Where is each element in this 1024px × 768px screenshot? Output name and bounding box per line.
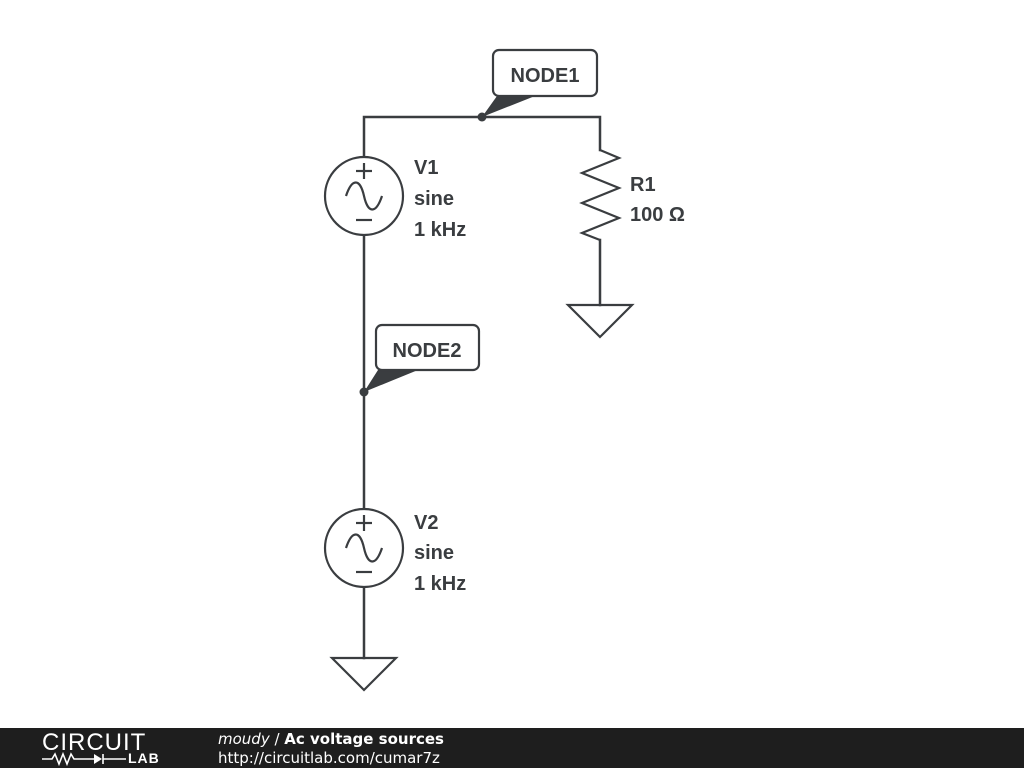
v2-frequency: 1 kHz [414,573,466,595]
logo-bottom-text: LAB [128,750,160,766]
title-separator: / [269,730,285,748]
v1-type: sine [414,188,454,210]
v2-name: V2 [414,512,438,534]
node2-label: NODE2 [393,340,462,362]
circuit-url[interactable]: http://circuitlab.com/cumar7z [218,749,440,767]
r1-name: R1 [630,174,656,196]
v1-name: V1 [414,157,438,179]
circuit-schematic: V1 sine 1 kHz V2 sine 1 kHz R1 100 Ω NOD… [323,48,685,692]
node2-tag[interactable]: NODE2 [364,323,481,392]
v2-type: sine [414,542,454,564]
circuit-title[interactable]: Ac voltage sources [284,730,444,748]
v1-frequency: 1 kHz [414,219,466,241]
wire-node1 [362,115,602,158]
v2-source-symbol[interactable] [323,507,405,589]
r1-value: 100 Ω [630,204,685,226]
node1-label: NODE1 [511,65,580,87]
r1-ground-icon [565,303,635,339]
r1-resistor-symbol[interactable] [579,148,622,242]
node2-tag-pointer [364,370,418,392]
circuit-title-line: moudy / Ac voltage sources [218,730,444,748]
footer-bar: CIRCUIT LAB moudy / Ac voltage sources h… [0,728,1024,768]
v2-ground-icon [329,656,399,692]
logo-top-text: CIRCUIT [42,729,147,756]
v1-source-symbol[interactable] [323,155,405,237]
node1-tag-pointer [482,96,535,117]
logo-circuit-icon [42,752,126,766]
node1-tag[interactable]: NODE1 [482,48,599,117]
author-link[interactable]: moudy [218,730,270,748]
